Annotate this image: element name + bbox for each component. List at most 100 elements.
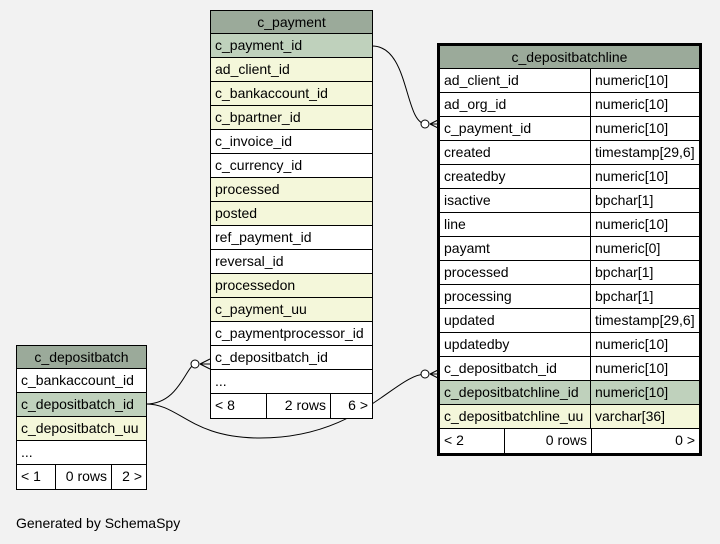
column-type: numeric[10] [590,165,699,188]
column-row[interactable]: updatedby numeric[10] [440,333,699,357]
column-type: numeric[10] [590,357,699,380]
column-type: bpchar[1] [590,261,699,284]
column-type: timestamp[29,6] [590,141,699,164]
column-row[interactable]: createdby numeric[10] [440,165,699,189]
column-name: ad_org_id [444,96,507,112]
fk-marker [420,119,430,129]
column-row[interactable]: c_bankaccount_id [17,369,146,393]
column-name: updatedby [444,336,510,352]
column-row[interactable]: ad_org_id numeric[10] [440,93,699,117]
column-name: c_invoice_id [215,133,293,149]
column-type: numeric[10] [590,69,699,92]
children-link[interactable]: 2 > [122,468,142,484]
column-row[interactable]: created timestamp[29,6] [440,141,699,165]
column-name: payamt [444,240,490,256]
column-row[interactable]: ref_payment_id [211,226,372,250]
parents-link[interactable]: < 1 [17,465,56,489]
column-row[interactable]: c_payment_id [211,34,372,58]
row-count: 2 rows [267,394,331,418]
column-row[interactable]: ... [211,370,372,394]
column-type: numeric[10] [590,381,699,404]
column-row[interactable]: processed [211,178,372,202]
column-row[interactable]: c_currency_id [211,154,372,178]
column-name: processed [215,181,280,197]
table-title[interactable]: c_depositbatchline [440,46,699,69]
column-name: processedon [215,277,296,293]
column-type: bpchar[1] [590,285,699,308]
column-row[interactable]: processedon [211,274,372,298]
table-title[interactable]: c_payment [211,11,372,34]
column-type: numeric[0] [590,237,699,260]
column-row[interactable]: c_depositbatch_id numeric[10] [440,357,699,381]
column-row[interactable]: c_depositbatch_id [211,346,372,370]
column-row[interactable]: c_bpartner_id [211,106,372,130]
column-name: c_paymentprocessor_id [215,325,364,341]
generated-by-credit: Generated by SchemaSpy [16,515,181,531]
column-type: numeric[10] [590,93,699,116]
column-type: numeric[10] [590,333,699,356]
row-count: 0 rows [505,429,592,453]
fk-marker [420,369,430,379]
column-type: numeric[10] [590,213,699,236]
row-count: 0 rows [56,465,112,489]
column-type: timestamp[29,6] [590,309,699,332]
column-row[interactable]: c_payment_uu [211,298,372,322]
column-name: isactive [444,192,491,208]
column-type: varchar[36] [590,405,699,428]
column-name: reversal_id [215,253,284,269]
column-type: numeric[10] [590,117,699,140]
column-row[interactable]: reversal_id [211,250,372,274]
table-c-depositbatchline[interactable]: c_depositbatchline ad_client_id numeric[1… [437,43,702,456]
fk-line-batch-line [145,373,427,439]
column-type: bpchar[1] [590,189,699,212]
column-row[interactable]: c_bankaccount_id [211,82,372,106]
column-row[interactable]: c_invoice_id [211,130,372,154]
column-row[interactable]: payamt numeric[0] [440,237,699,261]
column-name: c_depositbatch_uu [21,420,139,436]
table-title[interactable]: c_depositbatch [17,346,146,369]
column-row[interactable]: c_depositbatch_id [17,393,146,417]
column-name: ... [21,444,33,460]
column-row[interactable]: posted [211,202,372,226]
fk-line-batch-payment [145,363,197,405]
column-row[interactable]: ad_client_id numeric[10] [440,69,699,93]
column-name: createdby [444,168,506,184]
column-name: created [444,144,491,160]
parents-link[interactable]: < 8 [211,394,267,418]
parents-link[interactable]: < 2 [440,429,505,453]
column-name: updated [444,312,495,328]
fk-marker [190,359,200,369]
column-name: c_depositbatch_id [215,349,328,365]
column-row[interactable]: isactive bpchar[1] [440,189,699,213]
column-name: c_payment_uu [215,301,307,317]
column-row[interactable]: c_paymentprocessor_id [211,322,372,346]
column-row[interactable]: updated timestamp[29,6] [440,309,699,333]
column-row[interactable]: c_depositbatchline_id numeric[10] [440,381,699,405]
column-name: posted [215,205,258,221]
column-row[interactable]: ... [17,441,146,465]
column-row[interactable]: c_payment_id numeric[10] [440,117,699,141]
column-name: c_depositbatch_id [444,360,557,376]
column-row[interactable]: c_depositbatch_uu [17,417,146,441]
children-link[interactable]: 0 > [675,432,695,448]
column-name: c_depositbatchline_id [444,384,579,400]
table-footer: < 8 2 rows 6 > [211,394,372,418]
column-name: ad_client_id [444,72,519,88]
column-name: ... [215,373,227,389]
column-name: c_payment_id [215,37,303,53]
children-link[interactable]: 6 > [348,397,368,413]
column-name: ref_payment_id [215,229,312,245]
column-row[interactable]: processed bpchar[1] [440,261,699,285]
column-row[interactable]: ad_client_id [211,58,372,82]
column-name: c_payment_id [444,120,532,136]
column-name: processed [444,264,509,280]
column-name: c_currency_id [215,157,303,173]
